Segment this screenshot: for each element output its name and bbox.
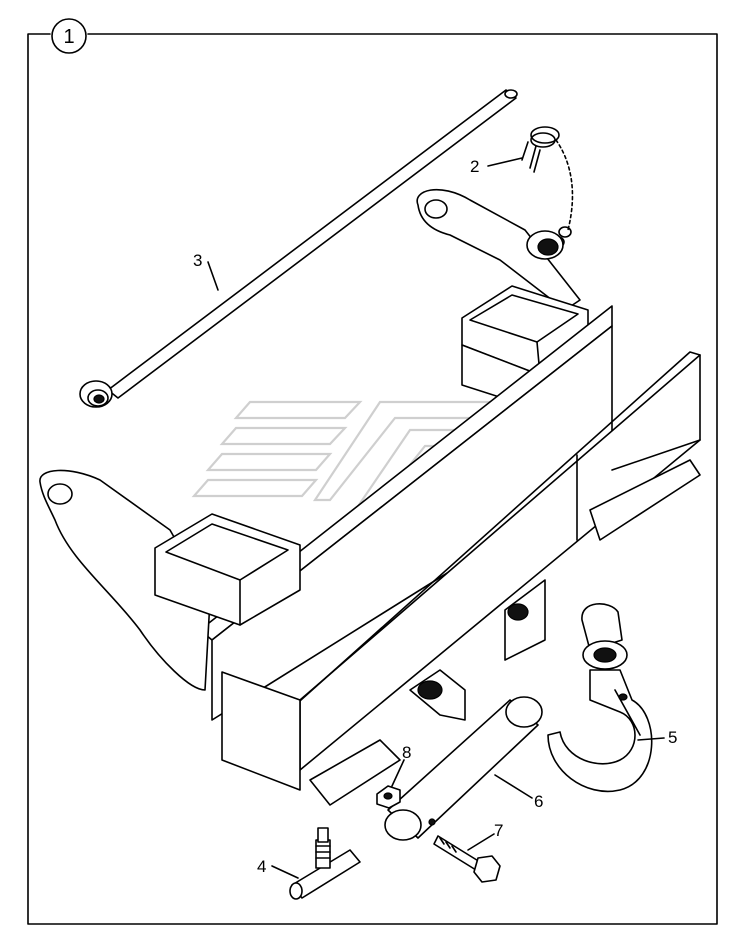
callout-8: 8	[402, 743, 411, 762]
main-beam	[199, 305, 701, 781]
figure-number-badge: 1	[51, 18, 87, 54]
callout-2: 2	[470, 157, 479, 176]
figure-number: 1	[63, 26, 74, 48]
part-8-nut	[376, 785, 401, 809]
part-4-t-bolt	[289, 827, 361, 900]
front-square-tube	[154, 513, 301, 626]
callout-5: 5	[668, 728, 677, 747]
part-6-pin	[384, 696, 543, 841]
leader-lines	[207, 157, 665, 879]
part-2-lynch-pin	[521, 126, 574, 256]
lower-hangers	[221, 459, 701, 806]
front-mounting-plate	[39, 469, 211, 691]
part-5-swivel-hook	[547, 603, 653, 793]
callout-6: 6	[534, 792, 543, 811]
rear-mounting-plate	[416, 188, 581, 311]
callout-3: 3	[193, 251, 202, 270]
callout-4: 4	[257, 857, 266, 876]
part-7-bolt	[433, 835, 501, 883]
part-3-long-pin	[79, 89, 518, 408]
callout-7: 7	[494, 821, 503, 840]
diagram-frame	[27, 33, 718, 925]
